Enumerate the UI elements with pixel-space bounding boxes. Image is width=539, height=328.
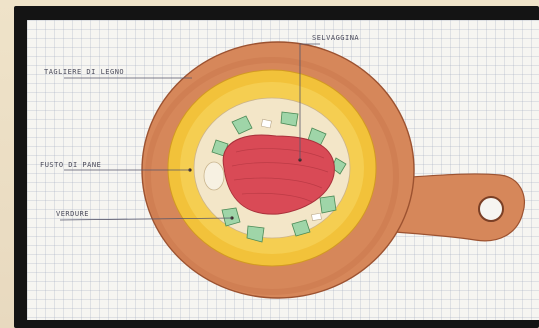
label-fusto-di-pane: FUSTO DI PANE <box>40 161 101 169</box>
label-selvaggina: SELVAGGINA <box>312 34 359 42</box>
board-handle <box>395 174 524 241</box>
handle-hole <box>479 197 503 221</box>
label-verdure: VERDURE <box>56 210 89 218</box>
bread-piece <box>204 162 224 190</box>
label-tagliere: TAGLIERE DI LEGNO <box>44 68 124 76</box>
